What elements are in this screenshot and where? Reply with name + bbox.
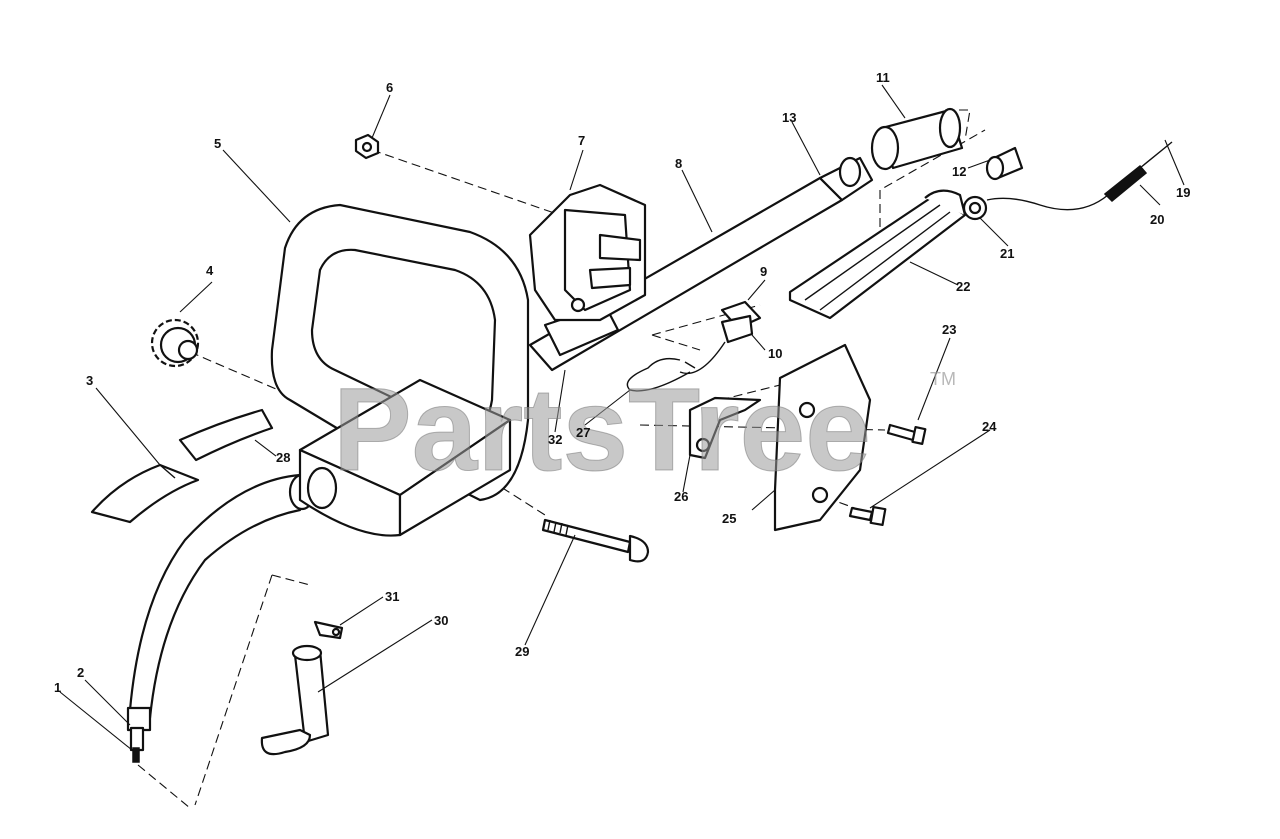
lower-shaft: [126, 473, 316, 763]
part-9-10-switch: [679, 300, 762, 374]
part-21-grommet: [962, 195, 988, 221]
part-30-31-tube: [260, 620, 344, 756]
callout-25: 25: [722, 511, 736, 526]
callout-24: 24: [982, 419, 997, 434]
handle-clamp-block: [298, 378, 512, 537]
part-3-guard: [90, 408, 274, 524]
callout-31: 31: [385, 589, 399, 604]
callout-26: 26: [674, 489, 688, 504]
callouts: 1 2 3 4 5 6 7 8 9 10 11 12 13 19 20 21 2…: [54, 70, 1190, 695]
part-26-trigger: [688, 396, 762, 460]
part-23-screw: [886, 423, 927, 445]
callout-6: 6: [386, 80, 393, 95]
callout-3: 3: [86, 373, 93, 388]
callout-4: 4: [206, 263, 214, 278]
callout-27: 27: [576, 425, 590, 440]
part-7-housing: [528, 183, 647, 322]
callout-19: 19: [1176, 185, 1190, 200]
part-6-nut: [354, 133, 380, 160]
callout-13: 13: [782, 110, 796, 125]
callout-8: 8: [675, 156, 682, 171]
watermark-text: PartsTree: [333, 364, 871, 496]
callout-12: 12: [952, 164, 966, 179]
watermark: PartsTree TM: [333, 364, 957, 497]
callout-1: 1: [54, 680, 61, 695]
part-22-bracket: [788, 189, 967, 320]
callout-20: 20: [1150, 212, 1164, 227]
callout-23: 23: [942, 322, 956, 337]
part-29-bolt: [541, 518, 650, 563]
part-11-tube: [870, 107, 964, 171]
callout-5: 5: [214, 136, 221, 151]
callout-22: 22: [956, 279, 970, 294]
part-25-cover: [773, 343, 872, 532]
part-12-bushing: [985, 146, 1024, 181]
callout-11: 11: [876, 70, 890, 85]
callout-29: 29: [515, 644, 529, 659]
part-24-screw: [848, 505, 887, 527]
part-19-20-cable: [986, 141, 1173, 211]
callout-2: 2: [77, 665, 84, 680]
watermark-trademark: TM: [930, 369, 956, 389]
callout-21: 21: [1000, 246, 1014, 261]
callout-7: 7: [578, 133, 585, 148]
part-4-knob: [150, 318, 200, 368]
part-27-wire: [626, 357, 696, 392]
callout-32: 32: [548, 432, 562, 447]
callout-9: 9: [760, 264, 767, 279]
leader-lines: [59, 84, 1185, 751]
callout-10: 10: [768, 346, 782, 361]
callout-30: 30: [434, 613, 448, 628]
callout-28: 28: [276, 450, 290, 465]
